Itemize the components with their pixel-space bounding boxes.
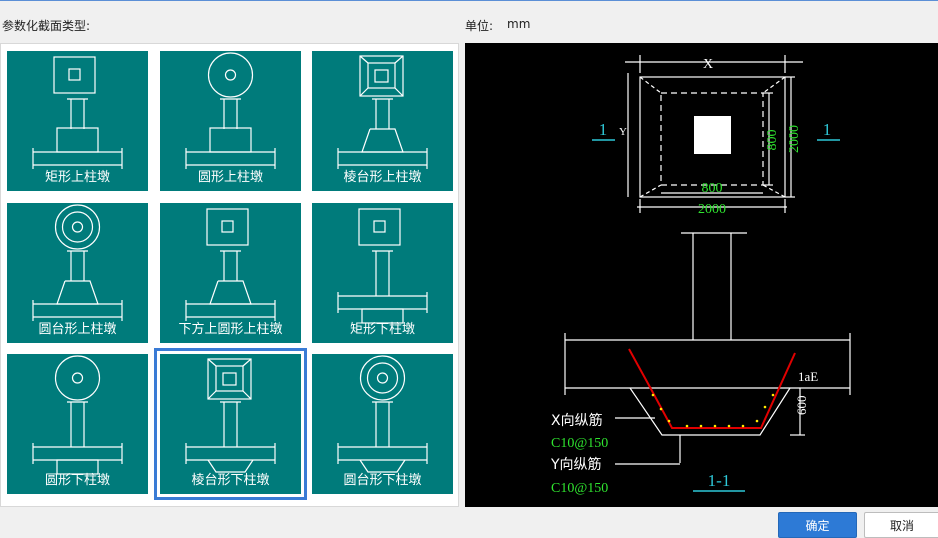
cancel-button[interactable]: 取消 [864, 512, 938, 538]
section-type-tile[interactable]: 圆形下柱墩 [7, 354, 148, 494]
tile-caption: 棱台形上柱墩 [343, 170, 422, 185]
tile-caption: 圆台形下柱墩 [343, 473, 422, 488]
x-rebar-spec: C10@150 [551, 436, 608, 451]
section-mark-right: 1 [823, 120, 832, 139]
tile-diagram [185, 52, 276, 169]
tile-caption: 棱台形下柱墩 [191, 473, 270, 488]
tile-caption: 圆形上柱墩 [197, 170, 263, 185]
column-section-square [694, 116, 731, 154]
section-type-grid: 矩形上柱墩 圆形上柱墩 棱台形上柱墩圆台形上柱墩 下方上圆形上柱墩 矩形下柱墩圆形下柱墩… [0, 43, 459, 507]
section-type-tile[interactable]: 棱台形下柱墩 [154, 348, 307, 500]
outer-width-label: 2000 [698, 202, 726, 217]
preview-drawing: X Y 800 2000 800 2000 1 1 1aE 600 X向纵筋 C… [550, 55, 851, 496]
tile-diagram [32, 56, 123, 169]
plan-outer-rect [639, 76, 786, 198]
tile-diagram [337, 355, 428, 473]
tile-diagram [185, 358, 276, 473]
unit-label: 单位: [465, 19, 494, 33]
anchor-label: 1aE [798, 369, 818, 384]
section-type-label: 参数化截面类型: [2, 19, 91, 33]
y-rebar-spec: C10@150 [551, 481, 608, 496]
plan-inner-dashed [660, 92, 764, 186]
ok-button[interactable]: 确定 [778, 512, 857, 538]
tile-caption: 下方上圆形上柱墩 [178, 322, 283, 337]
section-type-tile[interactable]: 矩形上柱墩 [7, 51, 148, 191]
section-type-tile[interactable]: 圆台形上柱墩 [7, 203, 148, 343]
rebar-line [628, 348, 796, 429]
dim-x-label: X [703, 57, 713, 72]
depth-label: 600 [794, 396, 809, 416]
tile-diagram [32, 204, 123, 321]
inner-height-label: 800 [765, 130, 780, 151]
tile-diagram [337, 208, 428, 324]
inner-width-label: 800 [702, 181, 723, 196]
section-type-tile[interactable]: 圆形上柱墩 [160, 51, 301, 191]
unit-value: mm [507, 17, 531, 31]
tile-caption: 矩形下柱墩 [349, 322, 415, 337]
section-title: 1-1 [708, 471, 731, 490]
section-mark-left: 1 [599, 120, 608, 139]
tile-caption: 圆台形上柱墩 [38, 322, 117, 337]
window-top-border [0, 0, 938, 1]
section-preview: X Y 800 2000 800 2000 1 1 1aE 600 X向纵筋 C… [465, 43, 938, 507]
tile-caption: 圆形下柱墩 [44, 473, 110, 488]
y-rebar-label: Y向纵筋 [550, 456, 602, 473]
tile-diagram [337, 55, 428, 169]
section-type-tile[interactable]: 下方上圆形上柱墩 [160, 203, 301, 343]
section-type-tile[interactable]: 圆台形下柱墩 [312, 354, 453, 494]
tile-diagram [32, 355, 123, 475]
section-type-tile[interactable]: 矩形下柱墩 [312, 203, 453, 343]
x-rebar-label: X向纵筋 [551, 412, 603, 429]
outer-height-label: 2000 [787, 125, 802, 153]
section-type-tile[interactable]: 棱台形上柱墩 [312, 51, 453, 191]
dim-y-label: Y [619, 126, 627, 138]
tile-caption: 矩形上柱墩 [44, 170, 110, 185]
tile-diagram [185, 208, 276, 321]
